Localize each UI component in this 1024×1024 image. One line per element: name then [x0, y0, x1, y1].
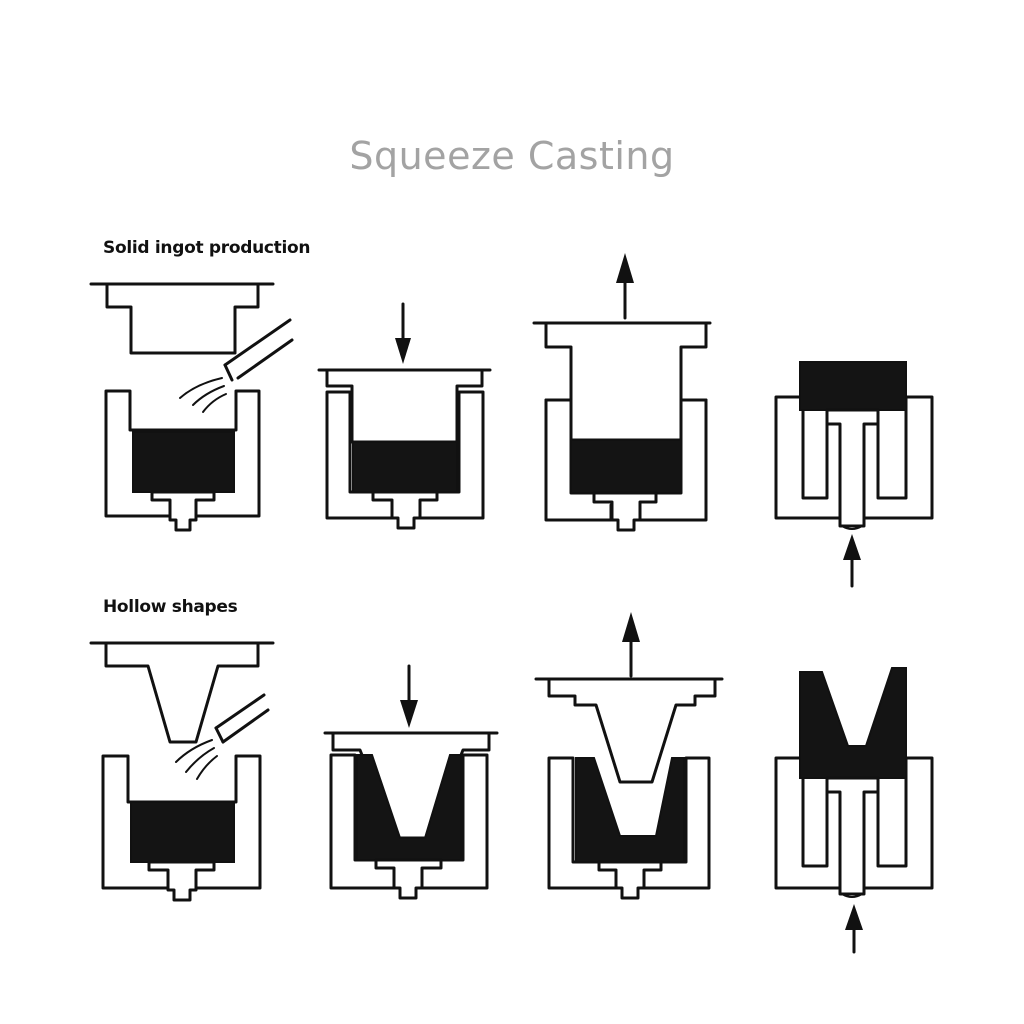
arrow-up-icon: [616, 253, 634, 283]
diagram-title: Squeeze Casting: [349, 134, 675, 178]
arrow-up-icon: [843, 534, 861, 560]
ladle-bottom: [236, 338, 294, 380]
molten-metal: [130, 801, 235, 863]
ejector-pin: [825, 776, 880, 896]
arrow-up-icon: [845, 904, 863, 930]
ejector: [592, 491, 658, 532]
punch: [547, 677, 717, 784]
ejected-hollow-casting: [799, 667, 907, 779]
arrow-down-icon: [400, 700, 418, 728]
solid-step-4-eject: [774, 361, 934, 588]
ejector-pin: [825, 408, 880, 528]
hollow-step-4-eject: [774, 667, 934, 954]
punch: [105, 282, 260, 355]
ladle-top: [223, 318, 292, 367]
row-label-hollow-shapes: Hollow shapes: [103, 597, 238, 617]
row-label-solid-ingot: Solid ingot production: [103, 238, 311, 258]
molten-metal: [352, 441, 458, 493]
ejector: [374, 858, 443, 900]
molten-metal: [132, 431, 235, 493]
ejected-ingot: [799, 361, 907, 411]
arrow-up-icon: [622, 612, 640, 642]
ejector: [147, 860, 216, 902]
arrow-down-icon: [395, 338, 411, 364]
solid-step-2-pressing: [317, 302, 492, 530]
punch: [104, 641, 260, 744]
ejector: [597, 860, 663, 900]
ejector: [150, 490, 216, 532]
ejector: [371, 490, 439, 530]
solid-step-1-pouring: [89, 282, 294, 532]
solid-step-3-withdraw: [532, 253, 712, 532]
solid-ingot: [570, 439, 682, 494]
hollow-step-2-pressing: [323, 664, 499, 900]
hollow-step-3-withdraw: [534, 612, 724, 900]
hollow-step-1-pouring: [89, 641, 275, 902]
